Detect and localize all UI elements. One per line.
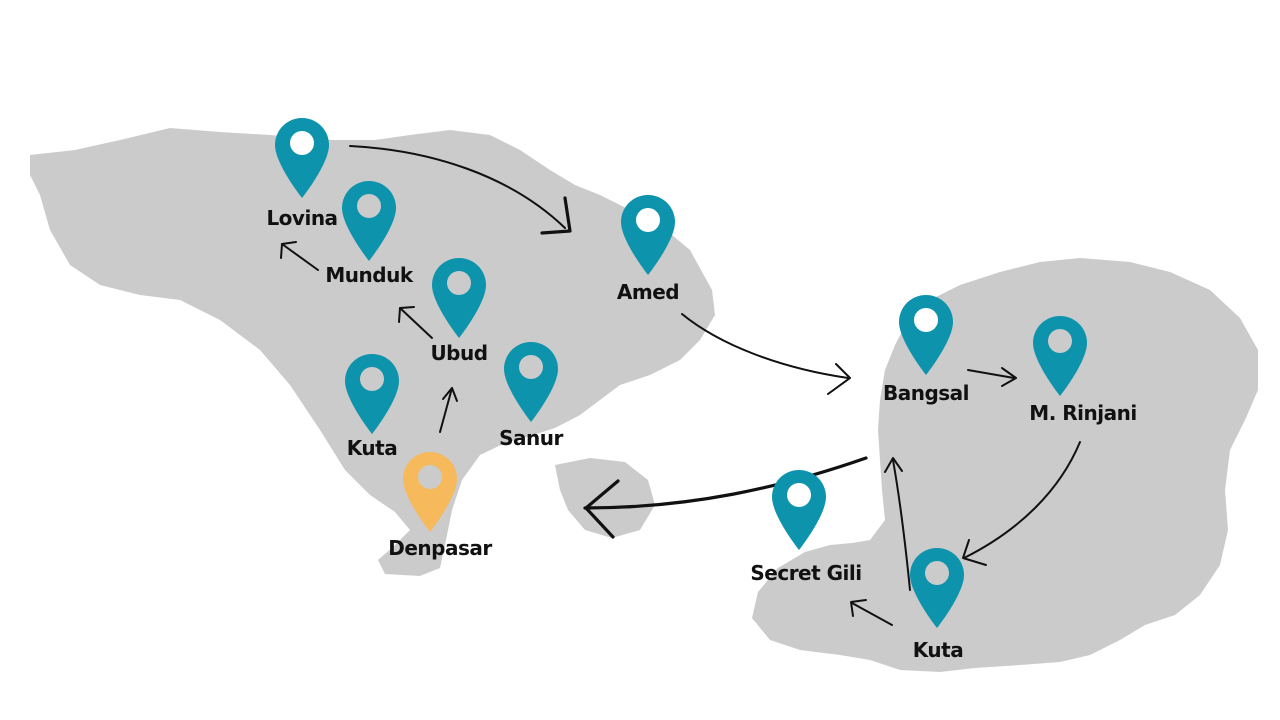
route-ubud-munduk-arrowhead [398,306,415,323]
route-kuta-bangsal [892,459,911,591]
pin-kuta-bali-map-pin-icon [345,354,399,434]
pins-layer [275,118,1087,628]
label-bangsal: Bangsal [882,381,970,405]
route-bangsal-rinjani-arrowhead [1001,367,1017,387]
pin-ubud-map-pin-icon [432,258,486,338]
label-kuta-lombok: Kuta [912,638,964,662]
route-rinjani-kuta [963,441,1081,559]
lombok-island [752,258,1258,672]
label-sanur: Sanur [499,426,563,450]
route-rinjani-kuta-arrowhead [962,539,987,566]
pin-sanur-map-pin-icon [504,342,558,422]
label-denpasar: Denpasar [388,536,492,560]
label-munduk: Munduk [325,263,413,287]
nusa-penida-island [555,458,655,538]
route-bangsal-rinjani [967,369,1015,379]
pin-denpasar-map-pin-icon [403,452,457,532]
route-lines [280,145,1081,626]
pin-rinjani-map-pin-icon [1033,316,1087,396]
pin-amed-map-pin-icon [621,195,675,275]
route-denpasar-ubud [439,387,453,433]
pin-bangsal-map-pin-icon [899,295,953,375]
route-amed-bangsal-arrowhead [827,363,851,395]
label-amed: Amed [616,280,680,304]
route-lovina-amed [349,145,566,229]
route-lovina-amed-arrowhead [540,196,572,235]
route-lombok-bali-return [583,456,868,510]
route-lombok-bali-return-arrowhead [584,479,620,539]
route-kuta-bangsal-arrowhead [884,457,903,473]
label-secret-gili: Secret Gili [750,561,862,585]
label-ubud: Ubud [430,341,488,365]
label-lovina: Lovina [266,206,338,230]
label-kuta-bali: Kuta [346,436,398,460]
route-munduk-lovina [281,243,319,271]
route-amed-bangsal [681,313,849,379]
pin-secret-gili-map-pin-icon [772,470,826,550]
bali-island [30,128,715,576]
label-rinjani: M. Rinjani [1029,401,1137,425]
route-ubud-munduk [399,307,433,339]
route-munduk-lovina-arrowhead [280,241,297,259]
route-kuta-secretgili [851,602,893,626]
pin-munduk-map-pin-icon [342,181,396,261]
pin-lovina-map-pin-icon [275,118,329,198]
pin-kuta-lombok-map-pin-icon [910,548,964,628]
route-denpasar-ubud-arrowhead [442,387,458,402]
route-kuta-secretgili-arrowhead [850,599,867,617]
